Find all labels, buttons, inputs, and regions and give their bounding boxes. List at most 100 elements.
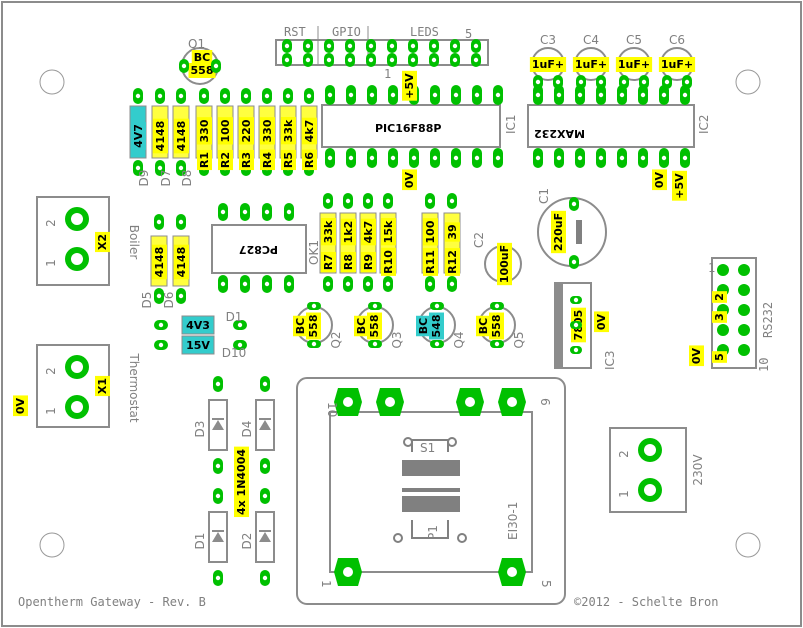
- pad-drill: [264, 281, 270, 287]
- rs232-pad: [738, 284, 750, 296]
- pad-drill: [243, 93, 249, 99]
- pad-drill: [661, 155, 667, 161]
- terminal-drill: [644, 484, 656, 496]
- pad-drill: [348, 155, 354, 161]
- pad-drill: [682, 155, 688, 161]
- power-0v-x1: 0V: [14, 397, 27, 414]
- diode-value: 4V7: [132, 124, 145, 148]
- transistor-label-2: 558: [307, 315, 320, 338]
- transistor-label-2: 558: [368, 315, 381, 338]
- diode-ref: D9: [137, 170, 151, 187]
- pad-drill: [410, 57, 416, 63]
- transistor-label-1: BC: [477, 318, 490, 334]
- ic2-max232: MAX232 IC2: [527, 85, 711, 168]
- c2-value: 100uF: [498, 245, 511, 283]
- capacitor-value-bg: [529, 57, 567, 72]
- pad-drill: [264, 93, 270, 99]
- pad-drill: [474, 155, 480, 161]
- rs232-pad: [717, 324, 729, 336]
- resistor-value-bg: [218, 117, 233, 145]
- resistor-value: 330: [198, 119, 211, 142]
- resistor-value-bg: [239, 117, 254, 145]
- x2-ref-bg: [95, 231, 110, 253]
- pad-drill: [201, 93, 207, 99]
- c2-value-bg: [497, 242, 512, 286]
- pad-drill: [215, 381, 221, 387]
- resistor-ref: R2: [219, 152, 232, 168]
- zener-value: 15V: [186, 339, 210, 352]
- terminal-pin: 1: [44, 407, 58, 415]
- resistor-value-bg: [361, 218, 376, 246]
- pad-drill: [640, 155, 646, 161]
- pad-drill: [264, 209, 270, 215]
- pad-drill: [598, 155, 604, 161]
- bridge-diode-symbol: [259, 420, 271, 430]
- transistor-label-1-bg: [476, 315, 491, 337]
- ic3-ref: IC3: [603, 350, 617, 370]
- pad-drill: [474, 92, 480, 98]
- resistor-value: 220: [240, 119, 253, 142]
- rs232-label: RS232: [761, 302, 775, 338]
- pad-drill: [368, 43, 374, 49]
- pad-drill: [220, 281, 226, 287]
- pad-drill: [213, 63, 219, 69]
- pad-drill: [215, 463, 221, 469]
- resistor-ref: R6: [303, 152, 316, 168]
- resistor-value-bg: [197, 117, 212, 145]
- resistor-ref-bg: [260, 149, 275, 171]
- capacitor-value-bg: [572, 57, 610, 72]
- pad-drill: [661, 92, 667, 98]
- power-5v-ic1-bg: [402, 70, 417, 101]
- zener-ref: D1: [226, 310, 243, 324]
- transistor-label-1: BC: [417, 318, 430, 334]
- resistor-ref: R10: [382, 250, 395, 274]
- pad-drill: [327, 92, 333, 98]
- terminal-pin: 1: [617, 490, 631, 498]
- pad-drill: [432, 92, 438, 98]
- rs232-pad: [738, 324, 750, 336]
- transistor-label-1-bg: [354, 315, 369, 337]
- pad-drill: [369, 155, 375, 161]
- c2-capacitor: C2 100uF: [472, 232, 522, 286]
- terminal-mains: [609, 427, 687, 513]
- pad-drill: [262, 381, 268, 387]
- pad-drill: [641, 79, 647, 85]
- pad-drill: [431, 43, 437, 49]
- pad-drill: [385, 198, 391, 204]
- header-pin5-label: 5: [465, 27, 472, 41]
- transformer-drill: [385, 397, 395, 407]
- transformer-pin-6: 6: [538, 398, 552, 406]
- diode-ref: D5: [140, 292, 154, 309]
- pad-drill: [348, 92, 354, 98]
- transistor-label-2-bg: [306, 312, 321, 340]
- pad-drill: [473, 43, 479, 49]
- pad-drill: [598, 79, 604, 85]
- rs232-pin-ten: 10: [757, 358, 771, 372]
- pad-drill: [389, 43, 395, 49]
- pad-drill: [573, 322, 579, 328]
- zener-value: 4V3: [186, 319, 210, 332]
- pad-drill: [431, 57, 437, 63]
- transistor-label-2-bg: [489, 312, 504, 340]
- q1-label-1: BC: [194, 51, 210, 64]
- x1-ref-bg: [95, 375, 110, 397]
- transformer-drill: [507, 567, 517, 577]
- transistor-label-1: BC: [355, 318, 368, 334]
- pad-drill: [181, 63, 187, 69]
- pad-drill: [621, 79, 627, 85]
- resistor-ref: R5: [282, 152, 295, 168]
- resistor-ref-bg: [445, 248, 460, 276]
- resistor-value-bg: [381, 218, 396, 246]
- pad-drill: [135, 93, 141, 99]
- terminal-drill: [71, 213, 83, 225]
- bridge-diode-symbol: [212, 532, 224, 542]
- resistor-ref: R9: [362, 254, 375, 270]
- pad-drill: [222, 93, 228, 99]
- rs232-pin-2: 2: [713, 293, 726, 301]
- power-5v-ic1: +5V: [403, 73, 416, 99]
- power-0v-ic1: 0V: [403, 171, 416, 188]
